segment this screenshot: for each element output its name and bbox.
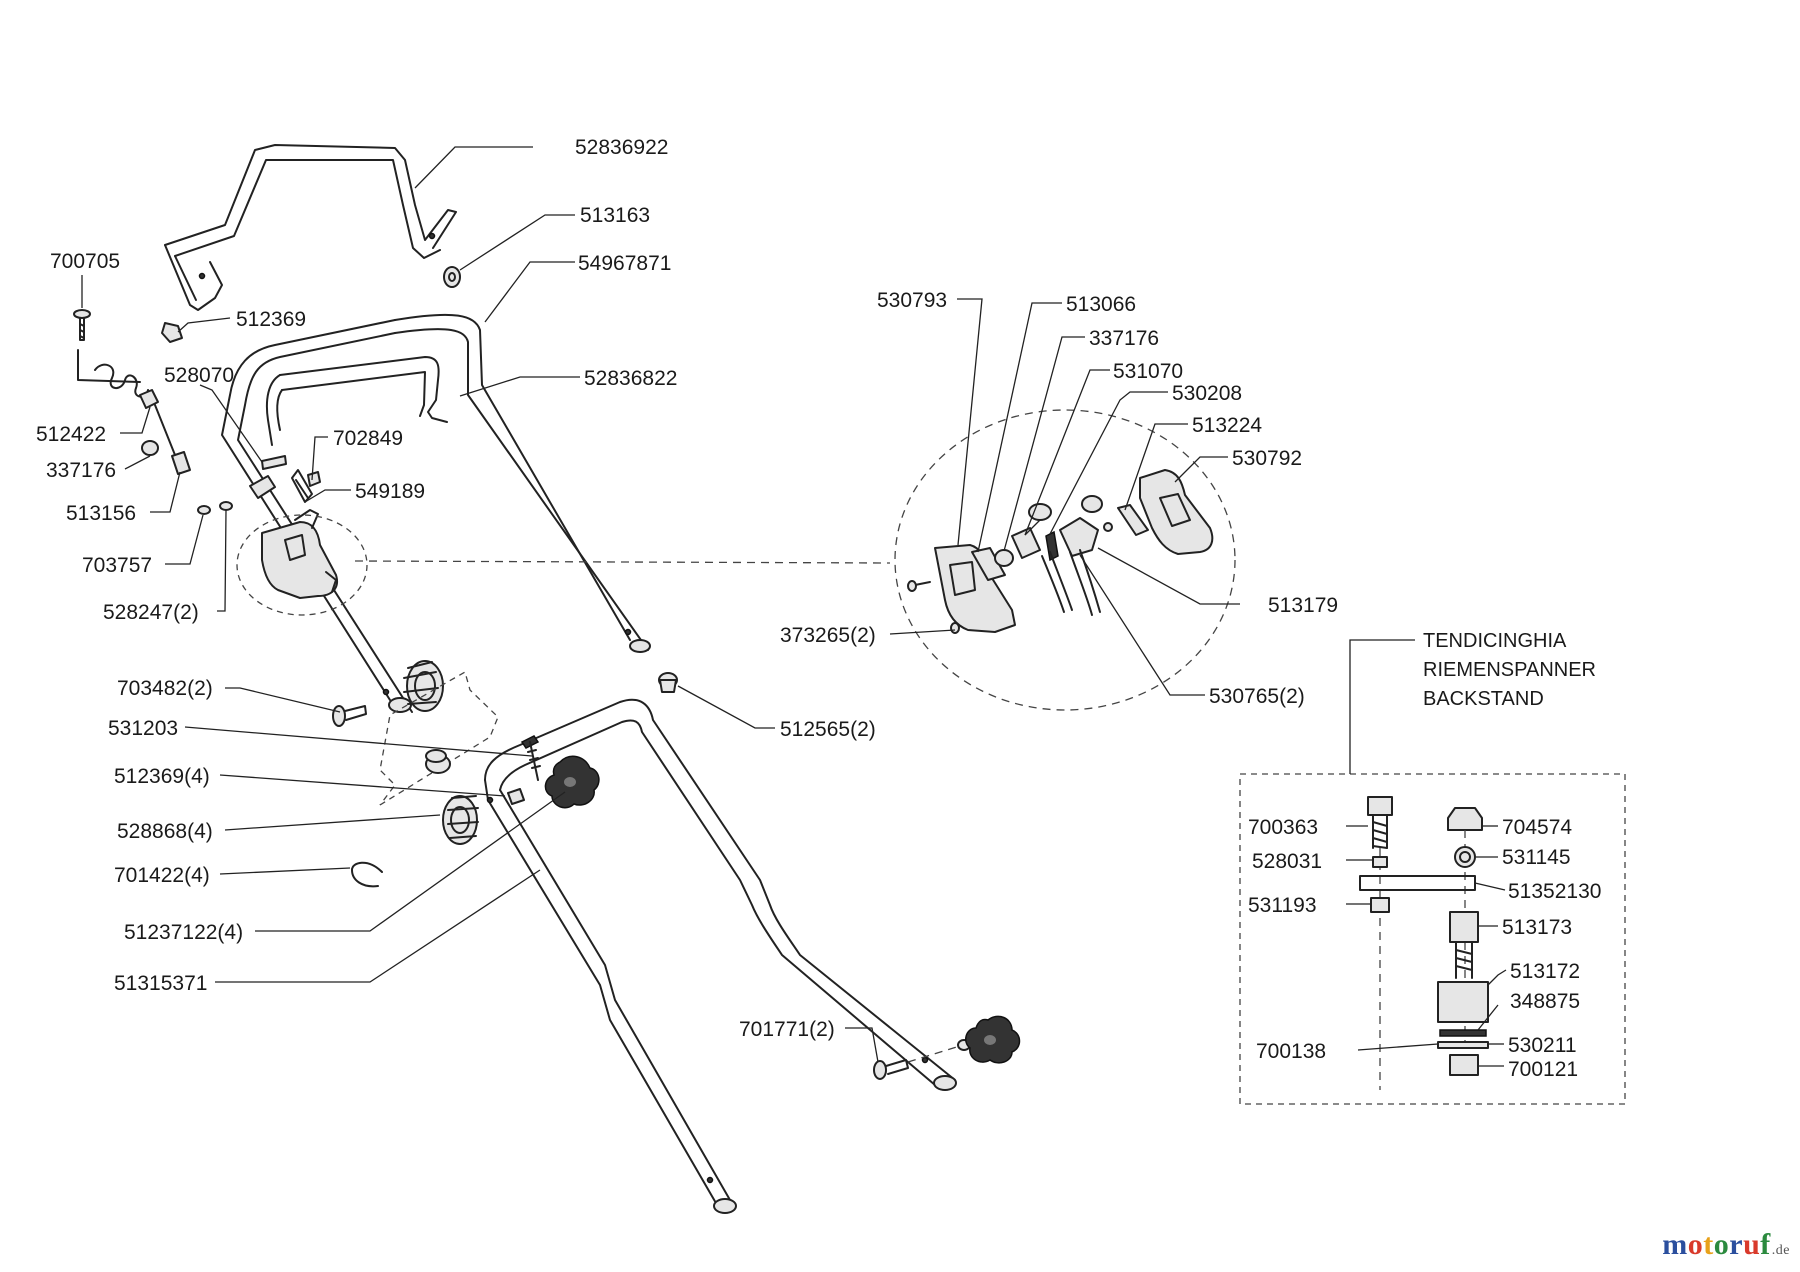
leader-lines <box>81 146 1240 1063</box>
grommet-drawing <box>425 749 451 774</box>
label-531203: 531203 <box>108 717 178 740</box>
tensioner-title-line-3: BACKSTAND <box>1423 688 1544 710</box>
detail-circle-large <box>894 409 1236 711</box>
lower-screw-drawing <box>873 1059 909 1080</box>
logo-letter: o <box>1713 1228 1730 1261</box>
logo-letter: u <box>1743 1228 1761 1261</box>
label-513156: 513156 <box>66 502 136 525</box>
part-labels: 52836922 513163 54967871 700705 512369 5… <box>36 136 1338 1041</box>
label-704574: 704574 <box>1502 816 1572 839</box>
label-702849: 702849 <box>333 427 403 450</box>
main-handle-frame-drawing <box>221 313 651 713</box>
label-52836822: 52836822 <box>584 367 677 390</box>
clip-nut-drawing <box>161 322 183 343</box>
detail-circle-small <box>236 514 368 616</box>
upper-handle-bar-drawing <box>164 144 457 311</box>
label-530211: 530211 <box>1508 1034 1577 1057</box>
label-337176-b: 337176 <box>1089 327 1159 350</box>
label-530208: 530208 <box>1172 382 1242 405</box>
logo-letter: t <box>1703 1228 1714 1261</box>
carriage-bolt-drawing <box>520 735 541 781</box>
cable-adjuster-drawing <box>291 469 313 503</box>
knob-hub-upper-drawing <box>403 660 444 712</box>
label-512369: 512369 <box>236 308 306 331</box>
label-549189: 549189 <box>355 480 425 503</box>
label-51315371: 51315371 <box>114 972 207 995</box>
label-528868: 528868(4) <box>117 820 213 843</box>
logo-domain: .de <box>1771 1243 1790 1258</box>
tensioner-box <box>1239 639 1626 1105</box>
star-knob-upper-drawing <box>544 755 600 809</box>
screw-drawing <box>73 309 91 341</box>
label-51352130: 51352130 <box>1508 880 1601 903</box>
pin-drawing <box>249 455 287 499</box>
label-51237122: 51237122(4) <box>124 921 243 944</box>
lever-housing-small-drawing <box>261 509 338 599</box>
label-513173: 513173 <box>1502 916 1572 939</box>
lever-housing-exploded-drawing <box>907 469 1214 634</box>
label-700121: 700121 <box>1508 1058 1578 1081</box>
label-531070: 531070 <box>1113 360 1183 383</box>
label-512422: 512422 <box>36 423 106 446</box>
label-700705: 700705 <box>50 250 120 273</box>
tensioner-title-line-2: RIEMENSPANNER <box>1423 659 1596 681</box>
label-512565: 512565(2) <box>780 718 876 741</box>
label-528031: 528031 <box>1252 850 1322 873</box>
spring-cable-end-drawing <box>77 349 191 475</box>
label-513066: 513066 <box>1066 293 1136 316</box>
nut-drawing <box>443 266 461 288</box>
label-530792: 530792 <box>1232 447 1302 470</box>
logo-letter: r <box>1729 1228 1744 1261</box>
bolt-drawing <box>332 705 367 727</box>
logo-letter: o <box>1687 1228 1704 1261</box>
detail-connector <box>354 560 891 564</box>
square-nut-drawing <box>507 788 525 805</box>
logo-letter: f <box>1760 1228 1771 1261</box>
circlip-drawing <box>351 861 383 888</box>
label-530765: 530765(2) <box>1209 685 1305 708</box>
label-512369-4: 512369(4) <box>114 765 210 788</box>
label-373265: 373265(2) <box>780 624 876 647</box>
label-700363: 700363 <box>1248 816 1318 839</box>
label-513224: 513224 <box>1192 414 1262 437</box>
logo-letter: m <box>1662 1228 1688 1261</box>
label-513172: 513172 <box>1510 960 1580 983</box>
washers-drawing <box>197 501 233 515</box>
tensioner-title-line-1: TENDICINGHIA <box>1423 630 1567 652</box>
label-703482: 703482(2) <box>117 677 213 700</box>
label-531193: 531193 <box>1248 894 1317 917</box>
label-52836922: 52836922 <box>575 136 668 159</box>
label-528247: 528247(2) <box>103 601 199 624</box>
clip-drawing <box>307 471 321 487</box>
label-701422: 701422(4) <box>114 864 210 887</box>
label-54967871: 54967871 <box>578 252 671 275</box>
star-knob-lower-drawing <box>907 1015 1021 1064</box>
label-530793: 530793 <box>877 289 947 312</box>
end-plug-drawing <box>658 672 678 693</box>
label-700138: 700138 <box>1256 1040 1326 1063</box>
hub-group-outline <box>379 671 499 806</box>
label-337176-a: 337176 <box>46 459 116 482</box>
tensioner-labels: TENDICINGHIA RIEMENSPANNER BACKSTAND 700… <box>1248 630 1601 1081</box>
label-531145: 531145 <box>1502 846 1571 869</box>
lower-handle-drawing <box>484 698 957 1214</box>
knob-hub-lower-drawing <box>442 795 479 845</box>
motoruf-logo: motoruf.de <box>1662 1228 1790 1262</box>
label-348875: 348875 <box>1510 990 1580 1013</box>
label-528070: 528070 <box>164 364 234 387</box>
label-701771: 701771(2) <box>739 1018 835 1041</box>
label-513179: 513179 <box>1268 594 1338 617</box>
label-703757: 703757 <box>82 554 152 577</box>
label-513163: 513163 <box>580 204 650 227</box>
